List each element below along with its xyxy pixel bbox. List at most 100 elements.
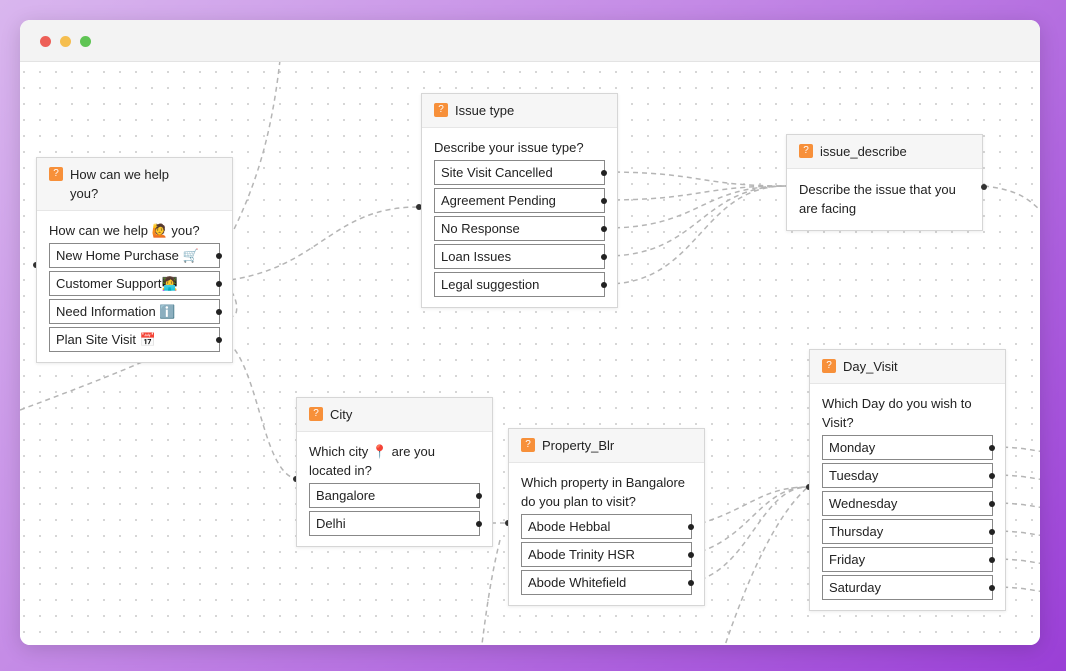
output-handle[interactable] (601, 282, 607, 288)
option-label: Legal suggestion (441, 277, 540, 292)
option-label: Tuesday (829, 468, 879, 483)
option-label: Abode Hebbal (528, 519, 611, 534)
option-label: Loan Issues (441, 249, 512, 264)
option-label: Need Information ℹ️ (56, 304, 176, 319)
output-handle[interactable] (601, 198, 607, 204)
option-label: Bangalore (316, 488, 376, 503)
output-handle[interactable] (476, 521, 482, 527)
option-label: Monday (829, 440, 876, 455)
edge (605, 185, 787, 285)
output-handle[interactable] (476, 493, 482, 499)
option[interactable]: Loan Issues (434, 244, 607, 269)
edge (983, 185, 1040, 212)
question-icon: ? (799, 144, 813, 158)
option-label: Saturday (829, 580, 882, 595)
output-handle[interactable] (989, 529, 995, 535)
option-label: Customer Support👩‍💻 (56, 276, 178, 291)
maximize-button[interactable] (80, 36, 91, 47)
edge (605, 185, 787, 257)
edge (993, 530, 1040, 537)
node-title: How can we help you? (70, 167, 169, 201)
option[interactable]: Monday (822, 435, 995, 460)
edge (481, 539, 501, 645)
node-prompt: Describe the issue that you are facing (799, 182, 956, 216)
option-label: Agreement Pending (441, 193, 556, 208)
edge (993, 474, 1040, 481)
node-title: Day_Visit (843, 359, 898, 374)
node-help[interactable]: ?How can we help you? How can we help 🙋 … (36, 157, 233, 363)
output-handle[interactable] (601, 170, 607, 176)
output-handle[interactable] (989, 445, 995, 451)
output-handle[interactable] (989, 501, 995, 507)
question-icon: ? (521, 438, 535, 452)
app-window: ? How can we help you? How can we help 🙋 … (20, 20, 1040, 645)
output-handle[interactable] (216, 281, 222, 287)
edge (221, 336, 297, 480)
node-title: City (330, 407, 353, 422)
close-button[interactable] (40, 36, 51, 47)
node-issue-type[interactable]: ?Issue type Describe your issue type? Si… (421, 93, 618, 308)
option[interactable]: Friday (822, 547, 995, 572)
question-icon: ? (309, 407, 323, 421)
output-handle[interactable] (989, 557, 995, 563)
edge (691, 486, 809, 583)
node-property-blr[interactable]: ?Property_Blr Which property in Bangalor… (508, 428, 705, 606)
option[interactable]: Site Visit Cancelled (434, 160, 607, 185)
node-issue-describe[interactable]: ? issue_describe Describe the issue that … (786, 134, 987, 231)
option[interactable]: Wednesday (822, 491, 995, 516)
output-handle[interactable] (989, 585, 995, 591)
edge (221, 206, 419, 282)
node-title: issue_describe (820, 144, 907, 159)
node-title: Property_Blr (542, 438, 615, 453)
option-label: New Home Purchase 🛒 (56, 248, 199, 263)
node-prompt: Which city 📍 are you located in? (309, 444, 436, 478)
option-label: Site Visit Cancelled (441, 165, 553, 180)
output-handle[interactable] (688, 524, 694, 530)
option-label: Plan Site Visit 📅 (56, 332, 156, 347)
output-handle[interactable] (989, 473, 995, 479)
option[interactable]: Abode Hebbal (521, 514, 694, 539)
edge (993, 558, 1040, 565)
option-label: No Response (441, 221, 520, 236)
option[interactable]: New Home Purchase 🛒 (49, 243, 222, 268)
output-handle[interactable] (216, 253, 222, 259)
output-handle[interactable] (688, 580, 694, 586)
option-label: Friday (829, 552, 866, 567)
option[interactable]: Saturday (822, 575, 995, 600)
title-bar (20, 20, 1040, 62)
output-handle[interactable] (601, 254, 607, 260)
node-city[interactable]: ? City Which city 📍 are you located in? B… (296, 397, 493, 547)
option-label: Wednesday (829, 496, 898, 511)
output-handle[interactable] (216, 309, 222, 315)
option[interactable]: Tuesday (822, 463, 995, 488)
edge (993, 446, 1040, 453)
output-handle[interactable] (981, 184, 987, 190)
minimize-button[interactable] (60, 36, 71, 47)
option[interactable]: Thursday (822, 519, 995, 544)
option[interactable]: Abode Trinity HSR (521, 542, 694, 567)
option[interactable]: Agreement Pending (434, 188, 607, 213)
edge (691, 486, 809, 527)
option[interactable]: Customer Support👩‍💻 (49, 271, 222, 296)
output-handle[interactable] (216, 337, 222, 343)
option-label: Abode Trinity HSR (528, 547, 635, 562)
option[interactable]: No Response (434, 216, 607, 241)
node-title: Issue type (455, 103, 515, 118)
output-handle[interactable] (688, 552, 694, 558)
flow-canvas[interactable]: ? How can we help you? How can we help 🙋 … (20, 20, 1040, 645)
option[interactable]: Bangalore (309, 483, 482, 508)
input-handle[interactable] (416, 204, 422, 210)
edge (724, 486, 809, 645)
edge (605, 171, 787, 187)
option-label: Thursday (829, 524, 884, 539)
option[interactable]: Abode Whitefield (521, 570, 694, 595)
option[interactable]: Legal suggestion (434, 272, 607, 297)
option[interactable]: Need Information ℹ️ (49, 299, 222, 324)
option-label: Abode Whitefield (528, 575, 627, 590)
node-prompt: How can we help 🙋 you? (49, 223, 200, 238)
option[interactable]: Delhi (309, 511, 482, 536)
edge (605, 185, 787, 229)
node-day-visit[interactable]: ?Day_Visit Which Day do you wish to Visi… (809, 349, 1006, 611)
option[interactable]: Plan Site Visit 📅 (49, 327, 222, 352)
output-handle[interactable] (601, 226, 607, 232)
